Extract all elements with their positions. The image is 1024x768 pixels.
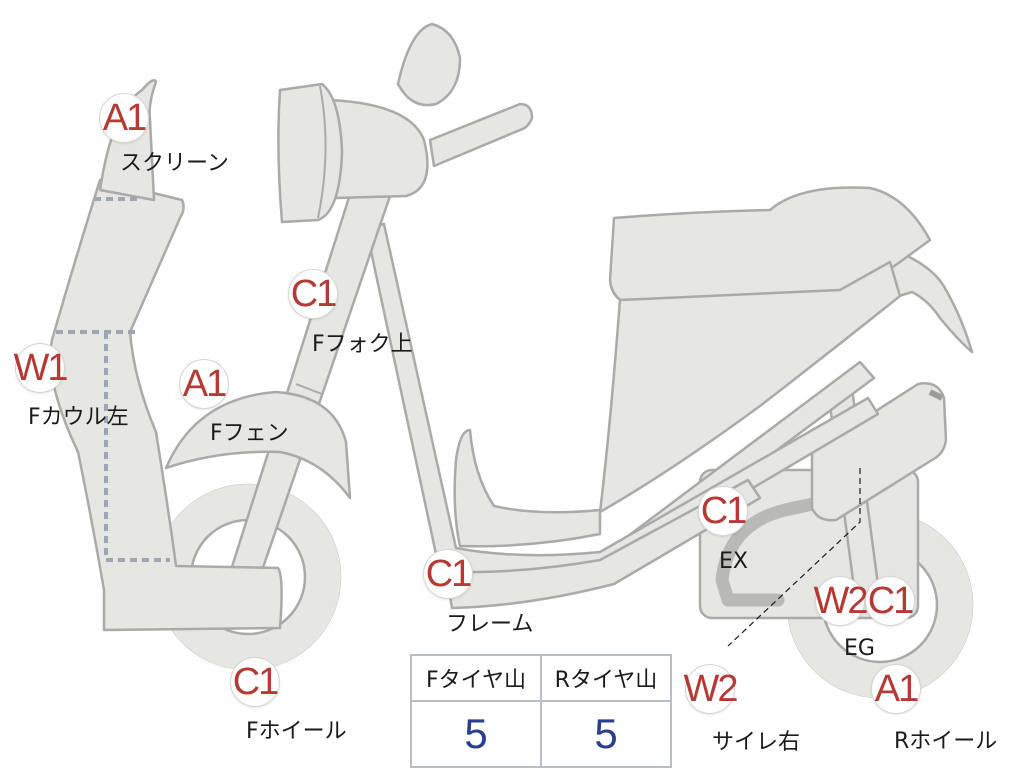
marker-front-cowl: W1	[14, 344, 69, 392]
label-screen: スクリーン	[120, 151, 229, 176]
label-front-fork: Fフォク上	[312, 332, 413, 357]
footboard	[453, 428, 602, 548]
callout-line	[727, 468, 861, 647]
marker-engine-w2: W2	[814, 577, 869, 625]
label-siren: サイレ右	[712, 730, 801, 755]
marker-front-fender: A1	[180, 360, 228, 408]
marker-screen: A1	[100, 94, 148, 142]
label-front-cowl: Fカウル左	[28, 405, 129, 430]
marker-rear-wheel: A1	[872, 665, 920, 713]
label-front-wheel: Fホイール	[246, 719, 347, 744]
marker-front-wheel: C1	[231, 658, 279, 706]
marker-front-fork: C1	[289, 270, 337, 318]
muffler-tip	[928, 389, 944, 401]
tire-tread-table: Fタイヤ山 Rタイヤ山 5 5	[410, 654, 672, 768]
handlebar	[428, 102, 534, 168]
muffler	[810, 382, 948, 522]
label-rear-wheel: Rホイール	[894, 729, 998, 754]
marker-frame: C1	[424, 550, 472, 598]
rear-tread-value: 5	[540, 700, 672, 768]
handle-cover	[328, 98, 429, 200]
front-tread-header: Fタイヤ山	[410, 654, 542, 702]
marker-engine-c1: C1	[866, 577, 914, 625]
front-cowl	[49, 178, 283, 632]
marker-siren: W2	[684, 665, 739, 713]
lower-frame	[444, 478, 762, 610]
exhaust-pipe	[715, 485, 875, 607]
label-exhaust: EX	[719, 549, 748, 574]
label-front-fender: Fフェン	[210, 421, 289, 446]
body-panel	[598, 260, 902, 514]
label-engine: EG	[844, 636, 875, 661]
front-tread-value: 5	[410, 700, 542, 768]
front-fender	[164, 390, 352, 500]
mirror	[396, 22, 462, 107]
headlight	[277, 82, 344, 224]
rear-cowl	[878, 243, 974, 354]
rear-tread-header: Rタイヤ山	[540, 654, 672, 702]
label-frame: フレーム	[446, 612, 534, 637]
marker-exhaust: C1	[699, 487, 747, 535]
